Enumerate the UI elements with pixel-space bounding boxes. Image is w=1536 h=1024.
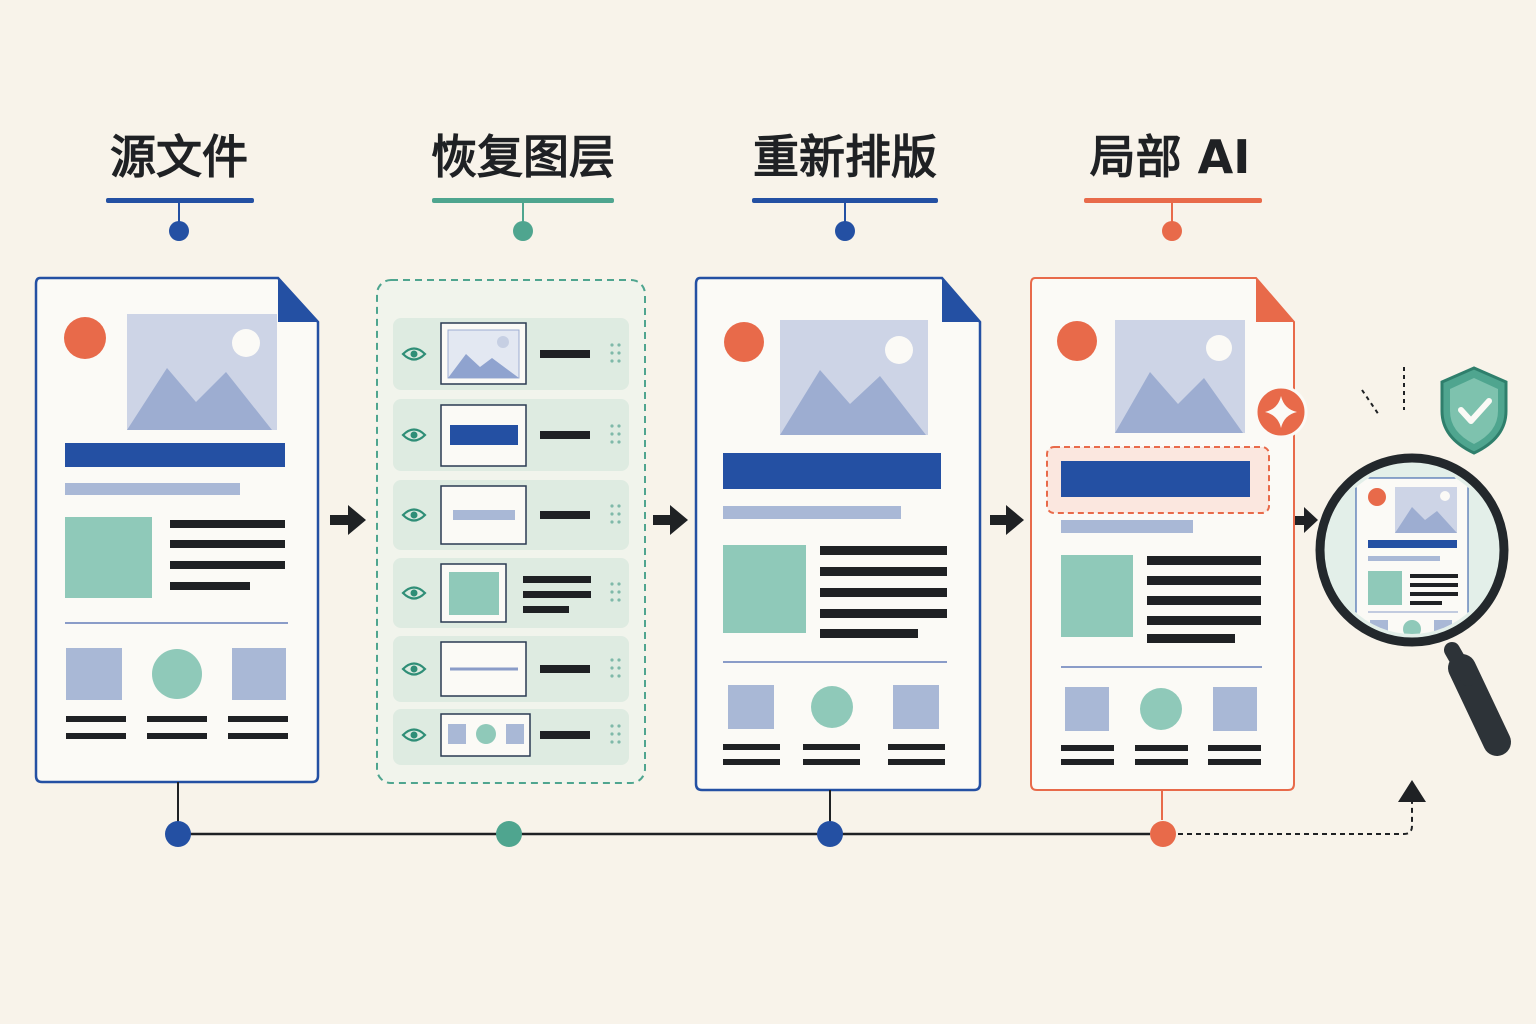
stage-title-restore-layers: 恢复图层 xyxy=(431,130,615,184)
stage-title-relayout: 重新排版 xyxy=(753,130,937,184)
body-image-block xyxy=(65,517,152,598)
stage-header-local-ai: 局部 AI xyxy=(1084,130,1262,241)
headline-bar xyxy=(1061,461,1250,497)
eye-icon[interactable] xyxy=(401,728,427,742)
page-fold-corner xyxy=(278,278,318,322)
drag-handle-icon[interactable] xyxy=(610,343,621,363)
layer-row-thumbnails[interactable] xyxy=(393,709,629,765)
document-relayout xyxy=(694,276,982,792)
drag-handle-icon[interactable] xyxy=(610,724,621,744)
body-text-lines xyxy=(1147,556,1261,643)
stage-header-relayout: 重新排版 xyxy=(752,130,938,241)
logo-dot xyxy=(724,322,764,362)
focus-spark-lines xyxy=(1361,367,1405,416)
eye-icon[interactable] xyxy=(401,347,427,361)
page-fold-corner xyxy=(1256,278,1294,322)
timeline-dashed-connector xyxy=(1178,800,1413,835)
thumbnail-square xyxy=(893,685,939,729)
layer-name-bar xyxy=(540,511,590,519)
layer-name-bar xyxy=(540,431,590,439)
thumbnail-square xyxy=(1213,687,1257,731)
flow-arrow-icon xyxy=(1294,507,1318,533)
flow-arrow-icon xyxy=(990,505,1024,535)
stage-dot-relayout xyxy=(835,221,855,241)
drag-handle-icon[interactable] xyxy=(610,658,621,678)
sparkle-icon[interactable] xyxy=(1254,385,1308,439)
layer-name-bar xyxy=(540,665,590,673)
layer-row-divider[interactable] xyxy=(393,636,629,702)
thumbnail-square xyxy=(232,648,286,700)
thumbnail-circle xyxy=(152,649,202,699)
stage-header-restore-layers: 恢复图层 xyxy=(431,130,615,241)
thumbnail-square xyxy=(1065,687,1109,731)
headline-bar xyxy=(723,453,941,489)
layer-row-subheading[interactable] xyxy=(393,480,629,550)
layer-row-headline[interactable] xyxy=(393,399,629,471)
page-fold-corner xyxy=(942,278,980,322)
stage-underline-restore-layers xyxy=(432,198,614,203)
stage-underline-local-ai xyxy=(1084,198,1262,203)
layer-name-bar xyxy=(540,731,590,739)
body-text-lines xyxy=(820,546,947,638)
stage-dot-local-ai xyxy=(1162,221,1182,241)
image-placeholder-icon xyxy=(127,314,277,430)
document-local-ai xyxy=(1030,277,1308,791)
flow-arrow-icon xyxy=(653,505,688,535)
flow-arrow-icon xyxy=(330,505,366,535)
drag-handle-icon[interactable] xyxy=(610,504,621,524)
caption-lines xyxy=(723,744,945,765)
stage-dot-restore-layers xyxy=(513,221,533,241)
body-image-block xyxy=(1061,555,1133,637)
layer-panel xyxy=(376,279,646,784)
timeline-dot-local-ai xyxy=(1150,821,1176,847)
eye-icon[interactable] xyxy=(401,586,427,600)
headline-bar xyxy=(65,443,285,467)
layer-name-bar xyxy=(540,350,590,358)
timeline-dot-restore-layers xyxy=(496,821,522,847)
thumbnail-circle xyxy=(811,686,853,728)
eye-icon[interactable] xyxy=(401,662,427,676)
logo-dot xyxy=(64,317,106,359)
stage-dot-source xyxy=(169,221,189,241)
layer-row-body[interactable] xyxy=(393,558,629,628)
thumbnail-square xyxy=(728,685,774,729)
drag-handle-icon[interactable] xyxy=(610,424,621,444)
image-placeholder-icon xyxy=(780,320,928,435)
stage-underline-relayout xyxy=(752,198,938,203)
document-source xyxy=(34,276,320,784)
bottom-timeline xyxy=(165,780,1426,847)
stage-underline-source xyxy=(106,198,254,203)
caption-lines xyxy=(1061,745,1261,765)
timeline-dot-source xyxy=(165,821,191,847)
eye-icon[interactable] xyxy=(401,428,427,442)
drag-handle-icon[interactable] xyxy=(610,582,621,602)
thumbnail-square xyxy=(66,648,122,700)
shield-check-icon xyxy=(1440,366,1508,455)
magnifier-icon xyxy=(1315,453,1511,756)
caption-lines xyxy=(66,716,288,739)
timeline-dot-relayout xyxy=(817,821,843,847)
body-text-lines xyxy=(170,520,285,590)
layer-row-image[interactable] xyxy=(393,318,629,390)
layer-name-bar xyxy=(523,576,591,583)
stage-title-source: 源文件 xyxy=(110,130,248,184)
logo-dot xyxy=(1057,321,1097,361)
eye-icon[interactable] xyxy=(401,508,427,522)
subheading-bar xyxy=(65,483,240,495)
image-placeholder-icon xyxy=(1115,320,1245,433)
subheading-bar xyxy=(723,506,901,519)
thumbnail-circle xyxy=(1140,688,1182,730)
subheading-bar xyxy=(1061,520,1193,533)
stage-title-local-ai: 局部 AI xyxy=(1090,130,1251,184)
arrow-up-icon xyxy=(1398,780,1426,802)
body-image-block xyxy=(723,545,806,633)
stage-header-source: 源文件 xyxy=(106,130,254,241)
